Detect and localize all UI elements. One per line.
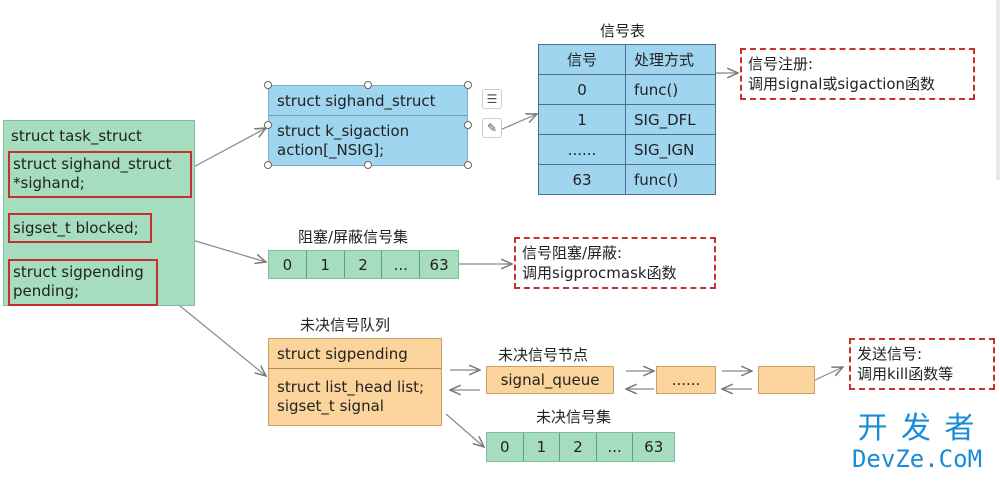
arrow-signal-to-set <box>445 413 484 447</box>
table-header-row: 信号 处理方式 <box>538 44 716 75</box>
resize-handle-bm[interactable] <box>364 161 372 169</box>
table-row: 0 func() <box>538 74 716 105</box>
table-cell: SIG_IGN <box>625 134 716 165</box>
sighand-struct-box[interactable]: struct sighand_struct struct k_sigaction… <box>268 85 468 166</box>
table-row: ...... SIG_IGN <box>538 134 716 165</box>
pending-set-title: 未决信号集 <box>536 408 612 426</box>
arrow-sighand <box>187 128 266 171</box>
pending-queue-line2: sigset_t signal <box>277 397 384 415</box>
table-row: 63 func() <box>538 164 716 195</box>
watermark-logo: 开 发 者 DevZe.CoM <box>842 411 992 473</box>
resize-handle-bl[interactable] <box>264 161 272 169</box>
register-note-line1: 信号注册: <box>748 55 814 73</box>
blocked-field-text: sigset_t blocked; <box>13 219 139 237</box>
send-note-line2: 调用kill函数等 <box>857 365 954 383</box>
pending-set-cell: 0 <box>487 433 524 461</box>
resize-handle-tl[interactable] <box>264 81 272 89</box>
pending-set-cell: 1 <box>524 433 561 461</box>
blocked-set-cell: 63 <box>429 255 449 274</box>
task-struct-title: struct task_struct <box>11 127 142 145</box>
pending-field-line2: pending; <box>13 282 80 300</box>
pending-queue-box: struct sigpending struct list_head list;… <box>268 338 442 426</box>
tail-node <box>758 366 815 394</box>
layers-icon[interactable]: ☰ <box>482 89 502 109</box>
table-cell: func() <box>625 164 716 195</box>
table-header-handler: 处理方式 <box>625 44 716 75</box>
pending-set-cell: 63 <box>644 438 664 456</box>
arrow-node3-to-note <box>814 367 843 381</box>
pending-set-cell: 2 <box>560 433 597 461</box>
pending-node-title: 未决信号节点 <box>498 346 589 364</box>
register-note: 信号注册: 调用signal或sigaction函数 <box>740 48 975 100</box>
ellipsis-node: ...... <box>656 366 716 394</box>
blocked-set-cell: 0 <box>269 251 307 278</box>
table-cell: 0 <box>538 74 626 105</box>
signal-table: 信号 处理方式 0 func() 1 SIG_DFL ...... SIG_IG… <box>538 44 716 195</box>
blocked-set: 0 1 2 ... 63 <box>268 250 459 279</box>
resize-handle-tr[interactable] <box>464 81 472 89</box>
sighand-field-line2: *sighand; <box>13 174 85 192</box>
resize-handle-br[interactable] <box>464 161 472 169</box>
right-edge-bar <box>996 0 1000 180</box>
watermark-line1: 开 发 者 <box>857 411 977 446</box>
register-note-line2: 调用signal或sigaction函数 <box>748 75 936 93</box>
arrow-action-to-table <box>499 114 537 131</box>
pending-field-line1: struct sigpending <box>13 263 144 281</box>
watermark-line2: DevZe.CoM <box>851 445 983 473</box>
edit-icon[interactable]: ✎ <box>482 118 502 138</box>
table-cell: 63 <box>538 164 626 195</box>
pending-field: struct sigpending pending; <box>8 259 158 306</box>
sighand-field: struct sighand_struct *sighand; <box>8 151 192 198</box>
pending-queue-title: 未决信号队列 <box>300 316 391 334</box>
table-row: 1 SIG_DFL <box>538 104 716 135</box>
block-note-line2: 调用sigprocmask函数 <box>522 264 677 282</box>
signal-table-title: 信号表 <box>600 22 646 40</box>
blocked-set-title: 阻塞/屏蔽信号集 <box>298 228 409 246</box>
table-header-signal: 信号 <box>538 44 626 75</box>
pending-queue-line1: struct list_head list; <box>277 378 425 396</box>
sighand-struct-title: struct sighand_struct <box>269 86 467 116</box>
signal-queue-node: signal_queue <box>486 366 614 394</box>
table-cell: 1 <box>538 104 626 135</box>
send-note-line1: 发送信号: <box>857 345 923 363</box>
block-note-line1: 信号阻塞/屏蔽: <box>522 244 623 262</box>
task-struct-box: struct task_struct struct sighand_struct… <box>3 120 195 306</box>
pending-queue-header: struct sigpending <box>269 339 441 369</box>
blocked-set-cell: 1 <box>307 251 345 278</box>
resize-handle-mr[interactable] <box>464 121 472 129</box>
resize-handle-ml[interactable] <box>264 121 272 129</box>
resize-handle-tm[interactable] <box>364 81 372 89</box>
sighand-struct-line2: action[_NSIG]; <box>277 141 385 159</box>
pending-set-cell: ... <box>597 433 634 461</box>
table-cell: SIG_DFL <box>625 104 716 135</box>
blocked-field: sigset_t blocked; <box>8 213 152 243</box>
blocked-set-cell: ... <box>382 251 421 278</box>
pending-set: 0 1 2 ... 63 <box>486 432 675 462</box>
blocked-set-cell: 2 <box>345 251 383 278</box>
sighand-field-line1: struct sighand_struct <box>13 155 172 173</box>
sighand-struct-line1: struct k_sigaction <box>277 122 410 140</box>
block-note: 信号阻塞/屏蔽: 调用sigprocmask函数 <box>514 237 716 289</box>
send-note: 发送信号: 调用kill函数等 <box>849 338 995 390</box>
table-cell: func() <box>625 74 716 105</box>
table-cell: ...... <box>538 134 626 165</box>
